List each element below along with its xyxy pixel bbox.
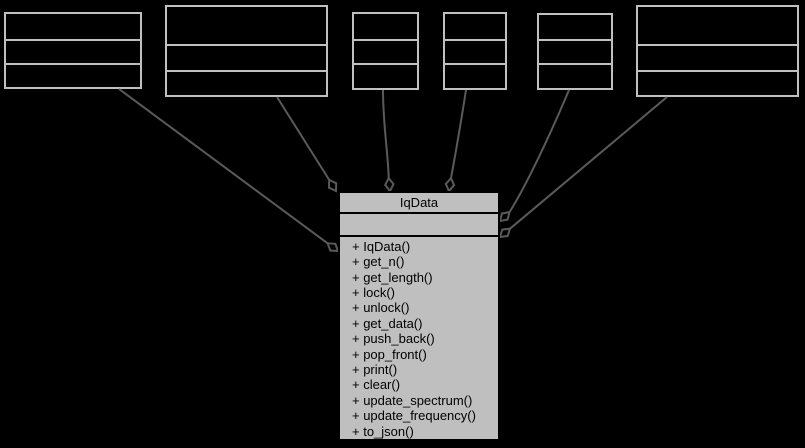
node-title-compartment [6, 14, 140, 41]
node-methods-compartment [354, 65, 417, 88]
edge-line [450, 89, 467, 179]
class-title: IqData [340, 193, 498, 214]
method-item: + clear() [352, 377, 401, 393]
class-attributes-compartment [340, 214, 498, 237]
node-title-compartment [167, 7, 326, 46]
method-item: + print() [352, 361, 398, 377]
node-methods-compartment [445, 65, 505, 88]
node-attrs-compartment [6, 41, 140, 65]
method-item: + get_length() [352, 269, 433, 285]
node-title-compartment [638, 7, 797, 46]
edge-line [382, 89, 390, 179]
node-title-compartment [539, 15, 611, 41]
aggregation-diamond-icon [444, 176, 456, 193]
aggregation-diamond-icon [498, 227, 512, 239]
edge-line [118, 88, 329, 245]
method-item: + get_n() [352, 254, 405, 270]
aggregation-diamond-icon [498, 210, 511, 223]
aggregation-edge-1 [118, 88, 340, 253]
related-class-node-4[interactable] [443, 12, 507, 90]
node-attrs-compartment [638, 46, 797, 72]
edge-line [276, 96, 331, 181]
node-attrs-compartment [167, 46, 326, 72]
method-item: + push_back() [352, 331, 435, 347]
aggregation-edge-6 [498, 96, 668, 239]
aggregation-diamond-icon [384, 176, 395, 193]
aggregation-edge-2 [276, 96, 338, 193]
related-class-node-6[interactable] [636, 5, 799, 97]
method-item: + update_frequency() [352, 408, 476, 424]
related-class-node-2[interactable] [165, 5, 328, 97]
node-attrs-compartment [445, 41, 505, 65]
node-methods-compartment [539, 65, 611, 88]
aggregation-diamond-icon [326, 242, 340, 253]
node-methods-compartment [6, 65, 140, 87]
related-class-node-3[interactable] [352, 12, 419, 90]
method-item: + get_data() [352, 315, 423, 331]
method-item: + update_spectrum() [352, 392, 473, 408]
related-class-node-1[interactable] [4, 12, 142, 89]
node-title-compartment [445, 14, 505, 41]
method-item: + lock() [352, 284, 395, 300]
aggregation-edge-3 [382, 89, 395, 193]
method-item: + to_json() [352, 423, 414, 439]
main-class-node-iqdata: IqData + IqData()+ get_n()+ get_length()… [338, 191, 500, 441]
aggregation-edge-4 [444, 89, 467, 193]
method-item: + IqData() [352, 238, 411, 254]
method-item: + unlock() [352, 300, 410, 316]
class-methods-list: + IqData()+ get_n()+ get_length()+ lock(… [340, 237, 498, 439]
method-item: + pop_front() [352, 346, 427, 362]
node-attrs-compartment [354, 41, 417, 65]
node-title-compartment [354, 14, 417, 41]
node-attrs-compartment [539, 41, 611, 65]
related-class-node-5[interactable] [537, 13, 613, 90]
aggregation-edge-5 [498, 89, 570, 223]
node-methods-compartment [167, 72, 326, 95]
aggregation-diamond-icon [327, 178, 338, 193]
edge-line [509, 96, 668, 230]
edge-line [508, 89, 570, 213]
node-methods-compartment [638, 72, 797, 95]
